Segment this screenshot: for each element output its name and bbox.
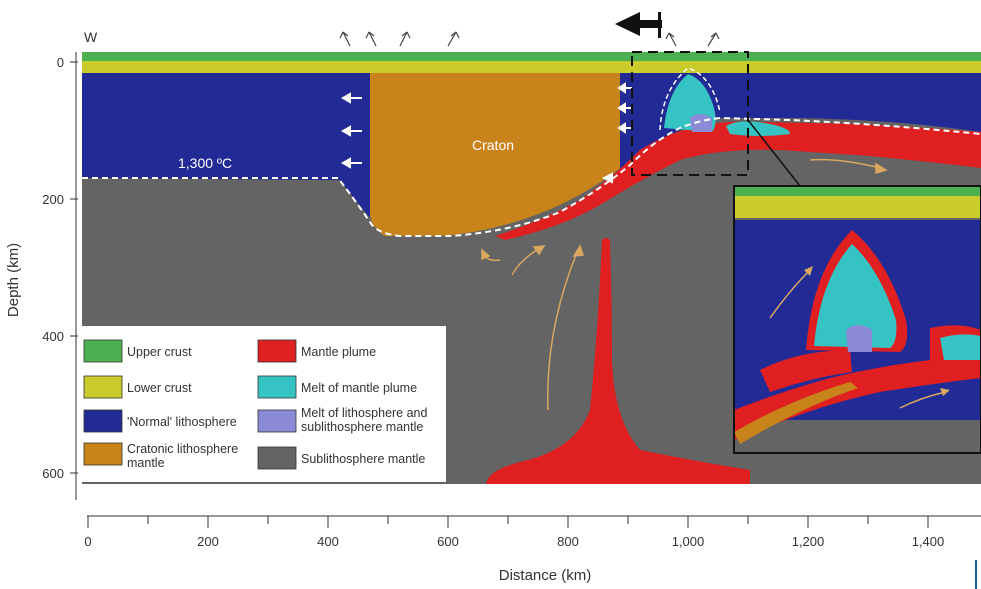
mantle-flow-arrows — [481, 158, 888, 411]
legend-swatch-upper-crust — [83, 339, 123, 363]
x-axis-title: Distance (km) — [499, 567, 592, 584]
x-tick-0: 0 — [84, 534, 91, 549]
surface-uplift-arrows — [339, 31, 720, 47]
x-tick-800: 800 — [557, 534, 579, 549]
legend: Upper crust Lower crust 'Normal' lithosp… — [82, 326, 446, 482]
legend-label-cratonic-lithosphere-2: mantle — [127, 456, 165, 470]
zoom-region-box — [631, 51, 749, 176]
melt-of-mantle-plume-lens — [726, 121, 790, 136]
legend-label-melt-lithosphere-1: Melt of lithosphere and — [301, 406, 428, 420]
mantle-plume-channel — [495, 121, 981, 240]
legend-swatch-cratonic-lithosphere — [83, 442, 123, 466]
x-tick-1000: 1,000 — [672, 534, 705, 549]
legend-swatch-mantle-plume — [257, 339, 297, 363]
legend-label-cratonic-lithosphere-1: Cratonic lithosphere — [127, 442, 238, 456]
y-tick-600: 600 — [42, 466, 64, 481]
plate-motion-arrow-icon — [615, 12, 662, 38]
legend-label-mantle-plume: Mantle plume — [301, 345, 376, 359]
x-tick-1400: 1,400 — [912, 534, 945, 549]
y-tick-200: 200 — [42, 192, 64, 207]
craton-label: Craton — [472, 137, 514, 153]
x-tick-1200: 1,200 — [792, 534, 825, 549]
zoom-connector-line — [747, 119, 801, 187]
zoom-inset-panel — [733, 185, 981, 454]
legend-label-melt-lithosphere-2: sublithosphere mantle — [301, 420, 423, 434]
legend-label-sublithosphere: Sublithosphere mantle — [301, 452, 425, 466]
mantle-plume-tail — [486, 238, 750, 484]
isotherm-dome-line — [659, 67, 721, 131]
melt-of-lithosphere-patch — [690, 114, 712, 132]
x-tick-400: 400 — [317, 534, 339, 549]
y-tick-400: 400 — [42, 329, 64, 344]
legend-swatch-sublithosphere — [257, 446, 297, 470]
normal-lithosphere-west — [82, 72, 370, 218]
cratonic-lithosphere-mantle — [370, 72, 620, 236]
lithosphere-push-arrows — [340, 82, 632, 184]
y-tick-0: 0 — [57, 55, 64, 70]
legend-swatch-lower-crust — [83, 375, 123, 399]
x-tick-600: 600 — [437, 534, 459, 549]
upper-crust-band — [82, 52, 981, 61]
legend-swatch-melt-lithosphere — [257, 409, 297, 433]
x-tick-200: 200 — [197, 534, 219, 549]
direction-label: W — [84, 29, 98, 45]
y-axis-title: Depth (km) — [5, 243, 22, 317]
x-axis: 0 200 400 600 800 1,000 1,200 1,400 Dist… — [84, 515, 981, 589]
normal-lithosphere-east — [620, 72, 981, 170]
legend-label-lower-crust: Lower crust — [127, 381, 192, 395]
lower-crust-band — [82, 61, 981, 73]
legend-label-melt-plume: Melt of mantle plume — [301, 381, 417, 395]
legend-label-upper-crust: Upper crust — [127, 345, 192, 359]
legend-label-normal-lithosphere: 'Normal' lithosphere — [127, 415, 237, 429]
isotherm-temperature-label: 1,300 ºC — [178, 155, 232, 171]
legend-swatch-melt-plume — [257, 375, 297, 399]
legend-swatch-normal-lithosphere — [83, 409, 123, 433]
y-axis: 0 200 400 600 Depth (km) — [5, 52, 78, 500]
isotherm-1300-line — [82, 116, 981, 237]
